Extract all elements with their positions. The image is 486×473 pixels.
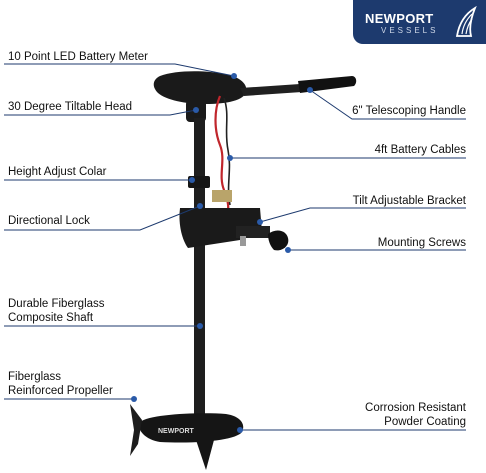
mounting-clamp	[236, 226, 270, 238]
label-collar: Height Adjust Colar	[8, 166, 107, 178]
cable-connector	[212, 190, 232, 202]
brand-logo: NEWPORT VESSELS	[353, 0, 486, 44]
label-propeller-line2: Reinforced Propeller	[8, 385, 113, 397]
label-lock: Directional Lock	[8, 215, 90, 227]
motor-head	[153, 71, 247, 104]
label-shaft-line2: Composite Shaft	[8, 312, 94, 324]
callout-line-lock	[4, 205, 201, 231]
label-handle: 6" Telescoping Handle	[352, 105, 466, 117]
callout-dot-collar	[189, 177, 195, 183]
callout-dot-tilt-head	[193, 107, 199, 113]
label-bracket: Tilt Adjustable Bracket	[352, 195, 466, 207]
label-cables: 4ft Battery Cables	[374, 144, 466, 156]
label-coating-line1: Corrosion Resistant	[365, 402, 466, 414]
callout-dot-propeller	[131, 396, 137, 402]
composite-shaft	[194, 118, 205, 418]
callout-dot-screws	[285, 247, 291, 253]
logo-sub-text: VESSELS	[381, 26, 439, 35]
skeg	[196, 440, 214, 470]
callout-dot-led-meter	[231, 73, 237, 79]
callout-dot-bracket	[257, 219, 263, 225]
lower-unit-brand-text: NEWPORT	[158, 428, 195, 435]
callout-line-bracket	[259, 207, 466, 223]
callout-line-tilt-head	[4, 109, 197, 116]
callout-dot-coating	[237, 427, 243, 433]
label-shaft-line1: Durable Fiberglass	[8, 298, 105, 310]
label-propeller-line1: Fiberglass	[8, 371, 62, 383]
clamp-screw	[240, 236, 246, 246]
logo-brand-text: NEWPORT	[365, 11, 434, 26]
callout-line-led-meter	[4, 63, 235, 77]
battery-cable-black	[223, 97, 231, 206]
callout-dot-cables	[227, 155, 233, 161]
battery-cable-red	[214, 95, 230, 215]
lower-unit-body	[139, 413, 244, 443]
label-led-meter: 10 Point LED Battery Meter	[8, 51, 148, 63]
callout-dot-handle	[307, 87, 313, 93]
telescoping-handle	[240, 84, 302, 96]
sail-icon	[455, 6, 477, 37]
label-tilt-head: 30 Degree Tiltable Head	[8, 101, 133, 113]
callout-line-handle	[309, 89, 466, 120]
callout-dot-lock	[197, 203, 203, 209]
callout-dot-shaft	[197, 323, 203, 329]
label-screws: Mounting Screws	[377, 237, 466, 249]
mounting-screw-knob	[268, 230, 289, 251]
propeller	[130, 404, 142, 456]
label-coating-line2: Powder Coating	[384, 416, 466, 428]
